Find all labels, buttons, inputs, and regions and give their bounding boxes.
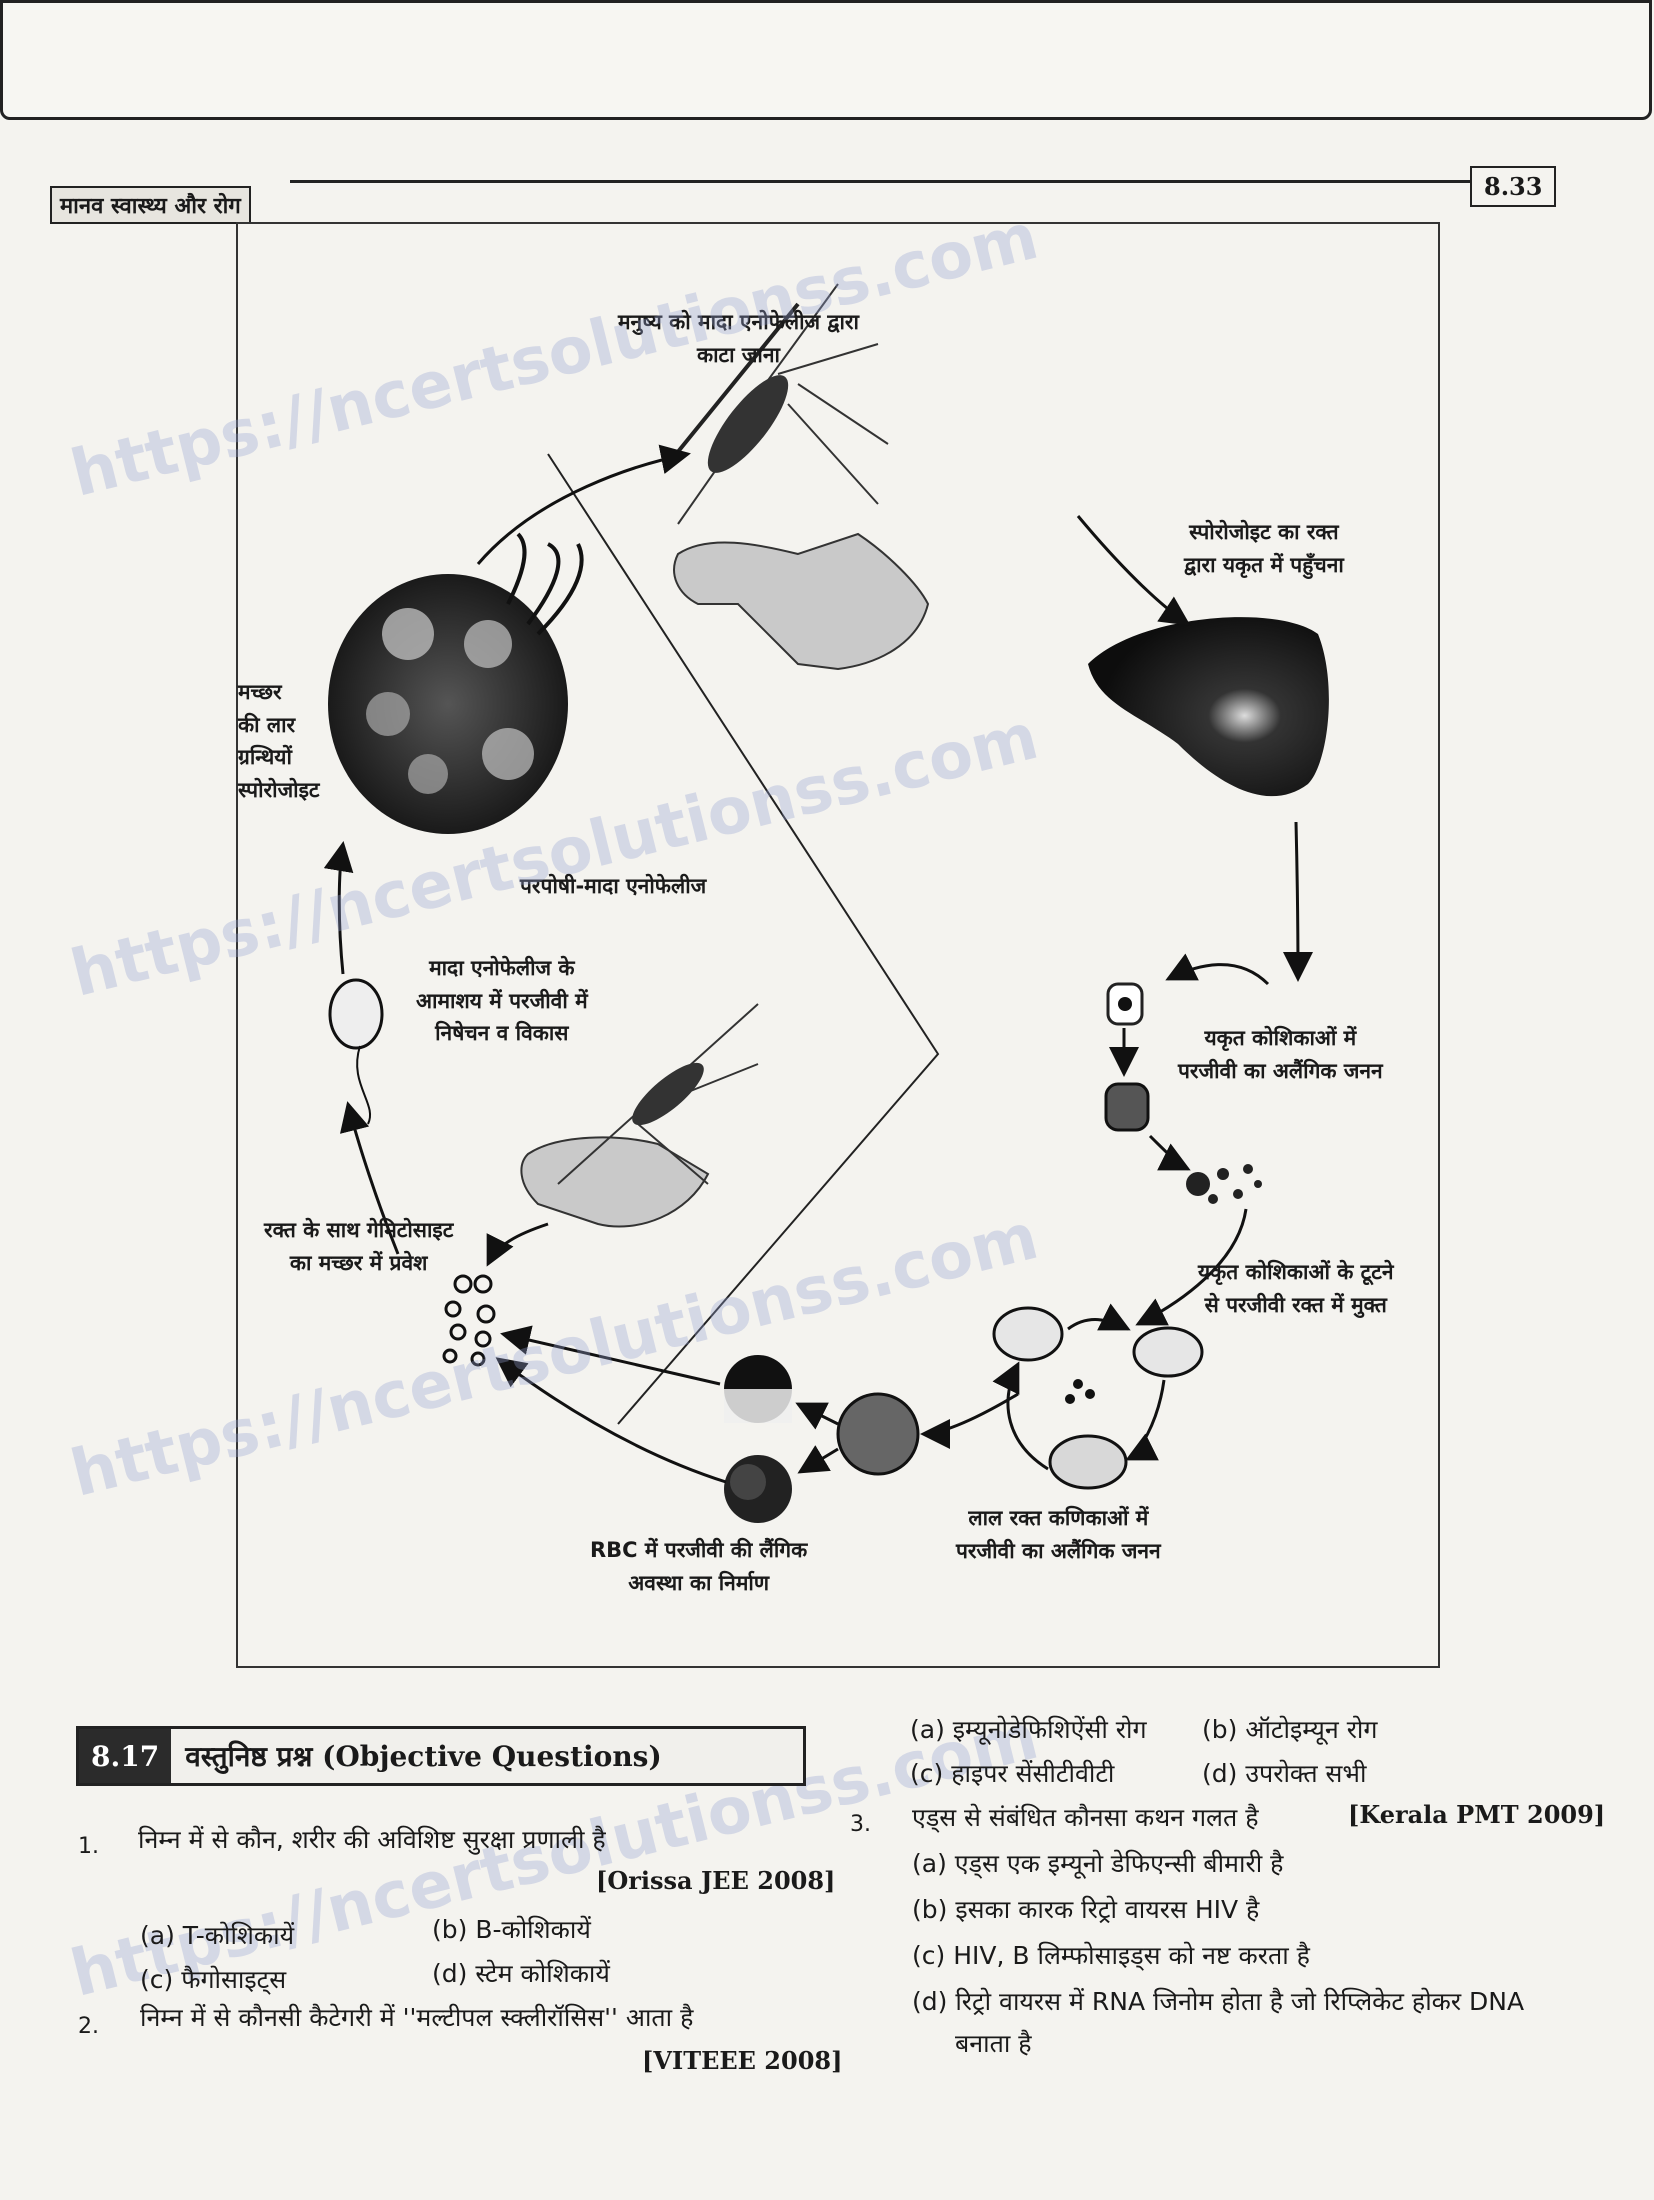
label-gametocyte-line1: रक्त के साथ गेमिटोसाइट [264, 1218, 454, 1242]
question-2-option-a: (a) इम्यूनोडेफिशिऐंसी रोग [910, 1715, 1147, 1744]
label-bite-line2: काटा जाना [696, 342, 780, 367]
label-salivary-line2: की लार [238, 712, 296, 737]
label-sporozoite-line1: स्पोरोजोइट का रक्त [1189, 520, 1339, 544]
label-fertilization-line1: मादा एनोफेलीज के [429, 956, 575, 980]
chapter-title: मानव स्वास्थ्य और रोग [50, 186, 251, 224]
question-2-number: 2. [78, 2014, 99, 2039]
label-rbc-sexual: RBC में परजीवी की लैंगिक अवस्था का निर्म… [590, 1534, 807, 1599]
label-rbc-asexual-line2: परजीवी का अलैंगिक जनन [956, 1538, 1161, 1563]
question-2-text: निम्न में से कौनसी कैटेगरी में ''मल्टीपल… [140, 2003, 694, 2032]
label-gametocyte-line2: का मच्छर में प्रवेश [289, 1250, 428, 1275]
label-host: परपोषी-मादा एनोफेलीज [520, 874, 707, 898]
life-cycle-diagram [323, 283, 1329, 1523]
label-sporozoite-liver: स्पोरोजोइट का रक्त द्वारा यकृत में पहुँच… [1184, 516, 1344, 581]
label-rbc-sexual-line1: RBC में परजीवी की लैंगिक [590, 1538, 808, 1562]
label-salivary-line3: ग्रन्थियों [238, 745, 292, 770]
label-fertilization: मादा एनोफेलीज के आमाशय में परजीवी में नि… [416, 952, 588, 1050]
label-rbc-asexual-line1: लाल रक्त कणिकाओं में [968, 1506, 1149, 1530]
salivary-gland-illustration [328, 532, 584, 834]
section-title: वस्तुनिष्ठ प्रश्न (Objective Questions) [185, 1740, 662, 1773]
question-1-option-b: (b) B-कोशिकायें [432, 1915, 591, 1944]
label-gametocyte-entry: रक्त के साथ गेमिटोसाइट का मच्छर में प्रव… [264, 1214, 453, 1279]
top-frame [0, 0, 1652, 120]
label-bite: मनुष्य को मादा एनोफेलीज द्वारा काटा जाना [618, 306, 859, 371]
section-heading: 8.17 वस्तुनिष्ठ प्रश्न (Objective Questi… [76, 1726, 806, 1786]
question-1-number: 1. [78, 1834, 99, 1859]
section-number: 8.17 [79, 1729, 172, 1783]
question-3-option-d-cont: बनाता है [955, 2029, 1032, 2058]
label-rbc-sexual-line2: अवस्था का निर्माण [628, 1570, 770, 1595]
label-liver-rupture: यकृत कोशिकाओं के टूटने से परजीवी रक्त मे… [1198, 1256, 1393, 1321]
ookinete [328, 978, 384, 1125]
label-liver-asexual-line1: यकृत कोशिकाओं में [1204, 1026, 1357, 1050]
question-3-number: 3. [850, 1812, 871, 1837]
mosquito-feeding-illustration [520, 1003, 759, 1228]
label-salivary-line4: स्पोरोजोइट [238, 777, 320, 802]
question-3-option-c: (c) HIV, B लिम्फोसाइड्स को नष्ट करता है [912, 1941, 1310, 1970]
question-2-source: [VITEEE 2008] [642, 2046, 843, 2075]
question-3-option-a: (a) एड्स एक इम्यूनो डेफिएन्सी बीमारी है [912, 1849, 1284, 1878]
label-liver-rupture-line2: से परजीवी रक्त में मुक्त [1204, 1292, 1387, 1317]
question-2-option-d: (d) उपरोक्त सभी [1202, 1759, 1367, 1788]
question-3-text: एड्स से संबंधित कौनसा कथन गलत है [912, 1803, 1259, 1832]
rbc-cells [724, 1306, 1204, 1523]
liver-cells [1104, 982, 1262, 1204]
gametocytes [442, 1274, 496, 1367]
label-liver-rupture-line1: यकृत कोशिकाओं के टूटने [1198, 1260, 1394, 1284]
header-rule [290, 180, 1470, 183]
label-fertilization-line3: निषेचन व विकास [435, 1021, 569, 1046]
question-2-option-c: (c) हाइपर सेंसीटीवीटी [910, 1759, 1115, 1788]
question-2-option-b: (b) ऑटोइम्यून रोग [1202, 1715, 1378, 1744]
label-salivary: मच्छर की लार ग्रन्थियों स्पोरोजोइट [238, 676, 330, 806]
label-liver-asexual-line2: परजीवी का अलैंगिक जनन [1178, 1058, 1383, 1083]
question-3-option-d: (d) रिट्रो वायरस में RNA जिनोम होता है ज… [912, 1987, 1525, 2016]
question-3-option-b: (b) इसका कारक रिट्रो वायरस HIV है [912, 1895, 1260, 1924]
label-liver-asexual: यकृत कोशिकाओं में परजीवी का अलैंगिक जनन [1178, 1022, 1383, 1087]
boundary-line [547, 453, 940, 1425]
label-bite-line1: मनुष्य को मादा एनोफेलीज द्वारा [618, 310, 859, 334]
life-cycle-figure: मनुष्य को मादा एनोफेलीज द्वारा काटा जाना… [236, 222, 1440, 1668]
question-1-option-d: (d) स्टेम कोशिकायें [432, 1959, 610, 1988]
label-sporozoite-line2: द्वारा यकृत में पहुँचना [1184, 552, 1344, 577]
label-salivary-line1: मच्छर [238, 680, 282, 704]
question-1-option-a: (a) T-कोशिकायें [140, 1921, 295, 1950]
mosquito-bite-illustration [666, 283, 930, 671]
page-number: 8.33 [1470, 166, 1557, 207]
question-1-text: निम्न में से कौन, शरीर की अविशिष्ट सुरक्… [138, 1825, 606, 1854]
question-3-source: [Kerala PMT 2009] [1348, 1800, 1606, 1829]
label-fertilization-line2: आमाशय में परजीवी में [416, 988, 588, 1013]
question-1-option-c: (c) फैगोसाइट्स [140, 1965, 287, 1994]
label-rbc-asexual: लाल रक्त कणिकाओं में परजीवी का अलैंगिक ज… [956, 1502, 1161, 1567]
liver-illustration [1088, 617, 1329, 797]
question-1-source: [Orissa JEE 2008] [596, 1866, 836, 1895]
